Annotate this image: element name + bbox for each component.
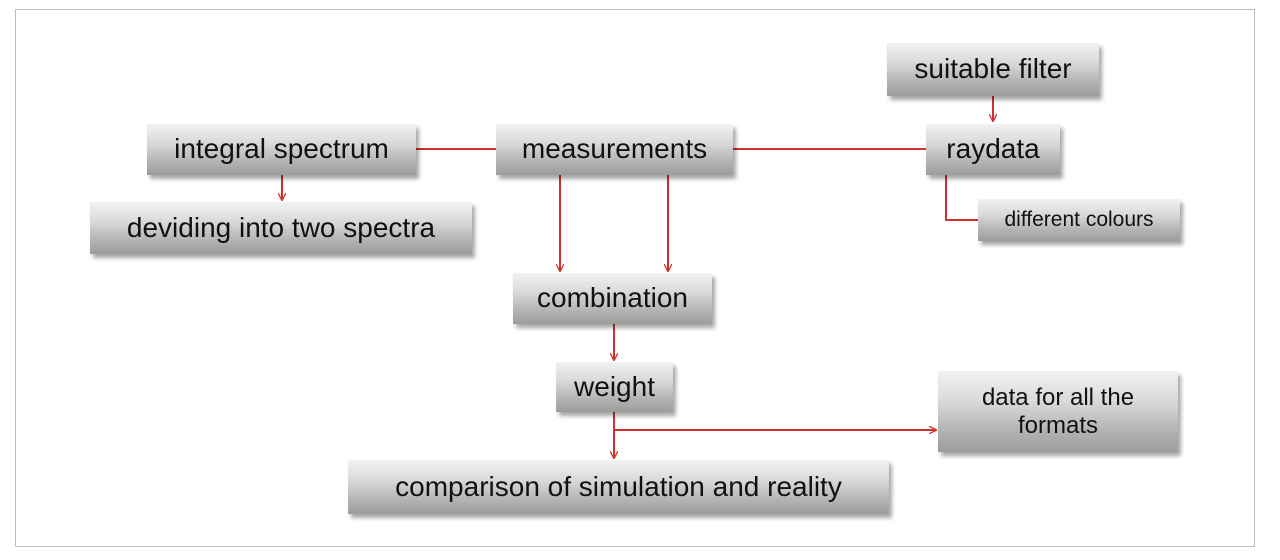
node-measurements: measurements bbox=[496, 124, 733, 175]
node-combination: combination bbox=[513, 273, 712, 324]
node-different-colours: different colours bbox=[978, 199, 1180, 241]
line-raydata-to-colours bbox=[945, 175, 978, 221]
node-data-for-all-formats: data for all the formats bbox=[938, 371, 1178, 452]
node-raydata: raydata bbox=[926, 124, 1060, 175]
node-comparison: comparison of simulation and reality bbox=[348, 460, 889, 514]
node-weight: weight bbox=[556, 362, 673, 412]
node-deviding-spectra: deviding into two spectra bbox=[90, 202, 472, 254]
node-suitable-filter: suitable filter bbox=[887, 43, 1099, 96]
node-integral-spectrum: integral spectrum bbox=[147, 124, 416, 175]
